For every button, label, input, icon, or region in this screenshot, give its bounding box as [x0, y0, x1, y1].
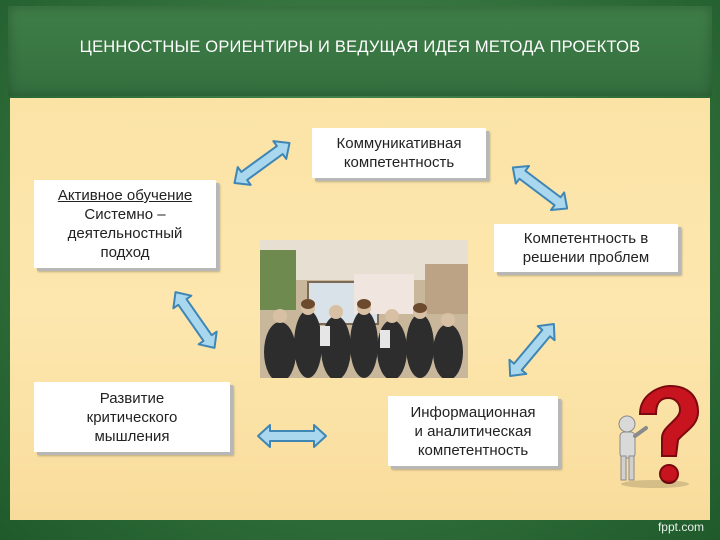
box-line: подход [100, 244, 150, 261]
box-line: компетентность [417, 441, 529, 459]
box-active-learning: Активное обучение Системно – деятельност… [34, 180, 216, 268]
box-line: компетентность [343, 154, 455, 171]
box-line: мышления [94, 427, 170, 445]
box-line: Коммуникативная [336, 135, 462, 152]
box-line: Системно – [84, 206, 166, 223]
arrow-communicative-to-problem [505, 157, 575, 219]
box-line: деятельностный [67, 225, 183, 242]
box-informational-competence: Информационная и аналитическая компетент… [388, 396, 558, 466]
arrow-problem-to-informational [500, 315, 564, 385]
arrow-critical-to-informational [257, 424, 327, 448]
box-line: Информационная [410, 403, 536, 421]
box-line: решении проблем [522, 249, 650, 266]
arrow-active-to-critical [165, 284, 225, 356]
box-line: Развитие [99, 389, 165, 407]
arrow-active-to-communicative [227, 133, 297, 193]
box-communicative-competence: Коммуникативная компетентность [312, 128, 486, 178]
question-mark-figure-icon [618, 384, 700, 488]
box-line: и аналитическая [414, 422, 532, 440]
footer-brand: fppt.com [657, 520, 704, 534]
header-band [8, 6, 712, 96]
box-problem-solving: Компетентность в решении проблем [494, 224, 678, 272]
box-line: критического [86, 408, 178, 426]
classroom-photo [260, 240, 468, 378]
box-line: Активное обучение [57, 187, 193, 204]
box-critical-thinking: Развитие критического мышления [34, 382, 230, 452]
slide-title: ЦЕННОСТНЫЕ ОРИЕНТИРЫ И ВЕДУЩАЯ ИДЕЯ МЕТО… [79, 38, 641, 56]
box-line: Компетентность в [523, 230, 649, 247]
